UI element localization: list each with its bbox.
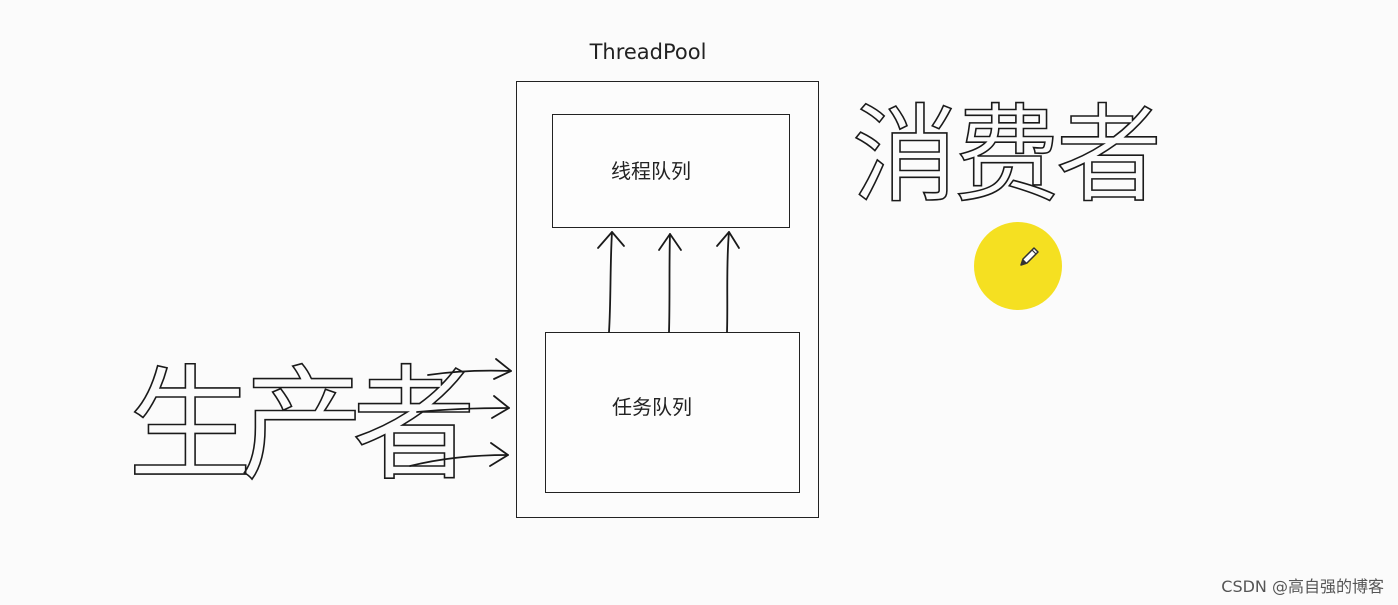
watermark: CSDN @高自强的博客 xyxy=(1221,577,1384,596)
right-arrow-3 xyxy=(409,442,509,467)
thread-queue-label: 线程队列 xyxy=(611,159,691,183)
up-arrow-2 xyxy=(658,233,682,333)
right-arrow-1 xyxy=(427,358,512,380)
cursor-highlight xyxy=(974,222,1062,310)
right-arrow-2 xyxy=(416,395,510,419)
task-queue-label: 任务队列 xyxy=(612,395,692,419)
consumer-handwritten-label: 消费者 xyxy=(852,94,1158,217)
thread-queue-box: 线程队列 xyxy=(552,114,790,228)
up-arrow-3 xyxy=(716,231,740,333)
task-queue-box: 任务队列 xyxy=(545,332,800,493)
pencil-icon xyxy=(1020,247,1039,266)
up-arrow-1 xyxy=(597,231,625,333)
threadpool-title: ThreadPool xyxy=(589,40,707,64)
producer-handwritten-label: 生产者 xyxy=(128,354,470,498)
